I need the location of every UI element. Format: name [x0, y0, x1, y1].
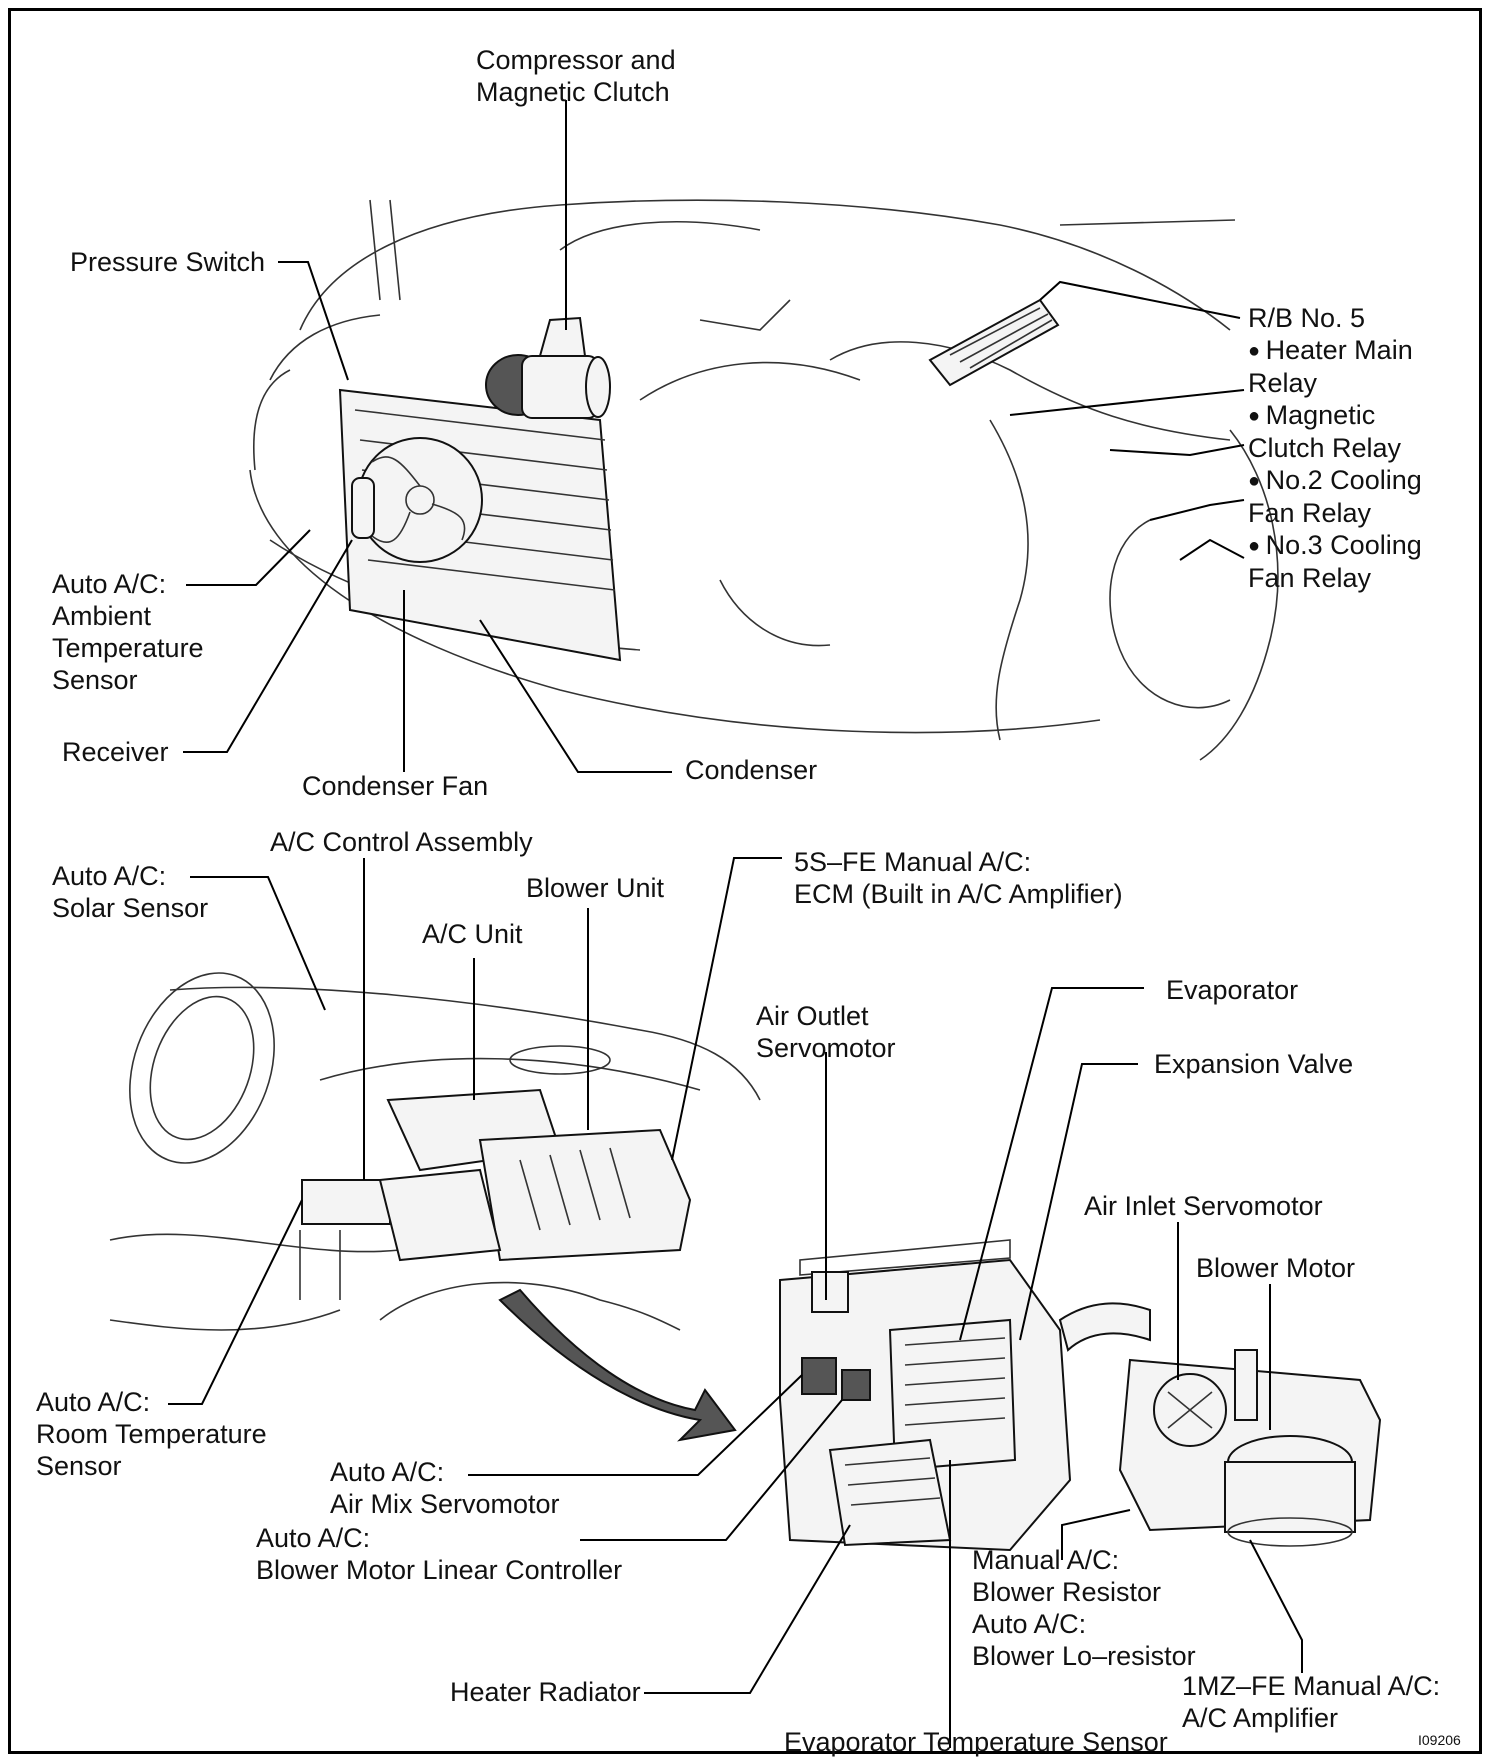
label-blower-resistor: Manual A/C: Blower Resistor Auto A/C: Bl…: [972, 1545, 1196, 1671]
label-ambient-temperature-sensor: Auto A/C: Ambient Temperature Sensor: [52, 569, 204, 695]
label-rb-no5: R/B No. 5 Heater Main Relay Magnetic Clu…: [1248, 302, 1422, 594]
dashboard-illustration: [109, 972, 761, 1442]
label-pressure-switch: Pressure Switch: [70, 247, 266, 277]
label-compressor: Compressor and Magnetic Clutch: [476, 45, 676, 107]
figure-code: I09206: [1418, 1732, 1461, 1748]
label-blower-unit: Blower Unit: [526, 873, 665, 903]
label-condenser-fan: Condenser Fan: [302, 771, 489, 801]
label-room-temperature-sensor: Auto A/C: Room Temperature Sensor: [36, 1387, 267, 1481]
label-blower-motor: Blower Motor: [1196, 1253, 1356, 1283]
label-condenser: Condenser: [685, 755, 818, 785]
label-heater-radiator: Heater Radiator: [450, 1677, 641, 1707]
label-air-outlet-servomotor: Air Outlet Servomotor: [756, 1001, 896, 1063]
label-expansion-valve: Expansion Valve: [1154, 1049, 1354, 1079]
label-evaporator-temperature-sensor: Evaporator Temperature Sensor: [784, 1727, 1168, 1757]
label-solar-sensor: Auto A/C: Solar Sensor: [52, 861, 209, 923]
label-blower-motor-linear-controller: Auto A/C: Blower Motor Linear Controller: [256, 1523, 623, 1585]
label-ecm: 5S–FE Manual A/C: ECM (Built in A/C Ampl…: [794, 847, 1123, 909]
label-evaporator: Evaporator: [1166, 975, 1299, 1005]
bottom-leader-lines: [168, 857, 1303, 1748]
relay-box-illustration: [928, 298, 1060, 387]
top-leader-lines: [183, 100, 1245, 773]
label-ac-unit: A/C Unit: [422, 919, 523, 949]
label-ac-amplifier: 1MZ–FE Manual A/C: A/C Amplifier: [1182, 1671, 1441, 1733]
label-receiver: Receiver: [62, 737, 169, 767]
car-front-illustration: [249, 199, 1279, 761]
compressor-illustration: [485, 316, 611, 419]
label-air-inlet-servomotor: Air Inlet Servomotor: [1084, 1191, 1323, 1221]
label-air-mix-servomotor: Auto A/C: Air Mix Servomotor: [330, 1457, 560, 1519]
label-ac-control-assembly: A/C Control Assembly: [270, 827, 533, 857]
ac-unit-assembly-illustration: [779, 1239, 1382, 1552]
